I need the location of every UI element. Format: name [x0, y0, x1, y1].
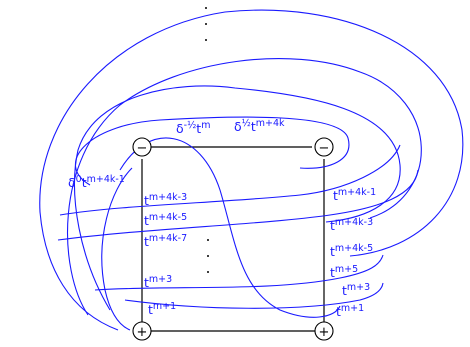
outer-loop [39, 9, 464, 331]
label-right-3: tm+4k-5 [330, 243, 373, 259]
square [141, 146, 325, 332]
label-top-b: δ½tm+4k [234, 118, 285, 134]
label-left-4: tm+3 [144, 274, 172, 290]
top-ellipsis-dots [205, 7, 207, 41]
label-right-6: tm+1 [336, 303, 364, 319]
left-s-strand [101, 167, 133, 331]
label-top-a: δ-½tm [176, 120, 210, 136]
third-loop [74, 85, 401, 311]
second-loop [67, 58, 422, 316]
label-left-2: tm+4k-5 [144, 212, 187, 228]
label-left-delta: δ0tm+4k-1 [68, 174, 125, 190]
crossing-strand-d [124, 282, 384, 309]
vertex-bottom-right-sign: + [319, 325, 330, 340]
vertex-top-left: − [132, 137, 152, 157]
middle-ellipsis-dots [207, 239, 209, 273]
label-right-4: tm+5 [330, 264, 358, 280]
center-strand [119, 137, 341, 318]
crossing-strand-a [59, 144, 401, 216]
vertex-top-right-sign: − [319, 141, 330, 156]
vertex-top-right: − [314, 137, 334, 157]
label-right-1: tm+4k-1 [333, 187, 376, 203]
inner-loop [75, 116, 350, 186]
crossing-strand-b [57, 169, 419, 241]
vertex-bottom-right: + [314, 321, 334, 341]
crossing-strand-c [94, 254, 384, 291]
vertex-bottom-left: + [132, 321, 152, 341]
curves [39, 9, 464, 331]
label-left-1: tm+4k-3 [144, 192, 187, 208]
vertex-bottom-left-sign: + [137, 325, 148, 340]
label-right-5: tm+3 [342, 282, 370, 298]
label-left-5: tm+1 [148, 301, 176, 317]
label-right-2: tm+4k-3 [330, 217, 373, 233]
vertex-top-left-sign: − [137, 141, 148, 156]
label-left-3: tm+4k-7 [144, 233, 187, 249]
